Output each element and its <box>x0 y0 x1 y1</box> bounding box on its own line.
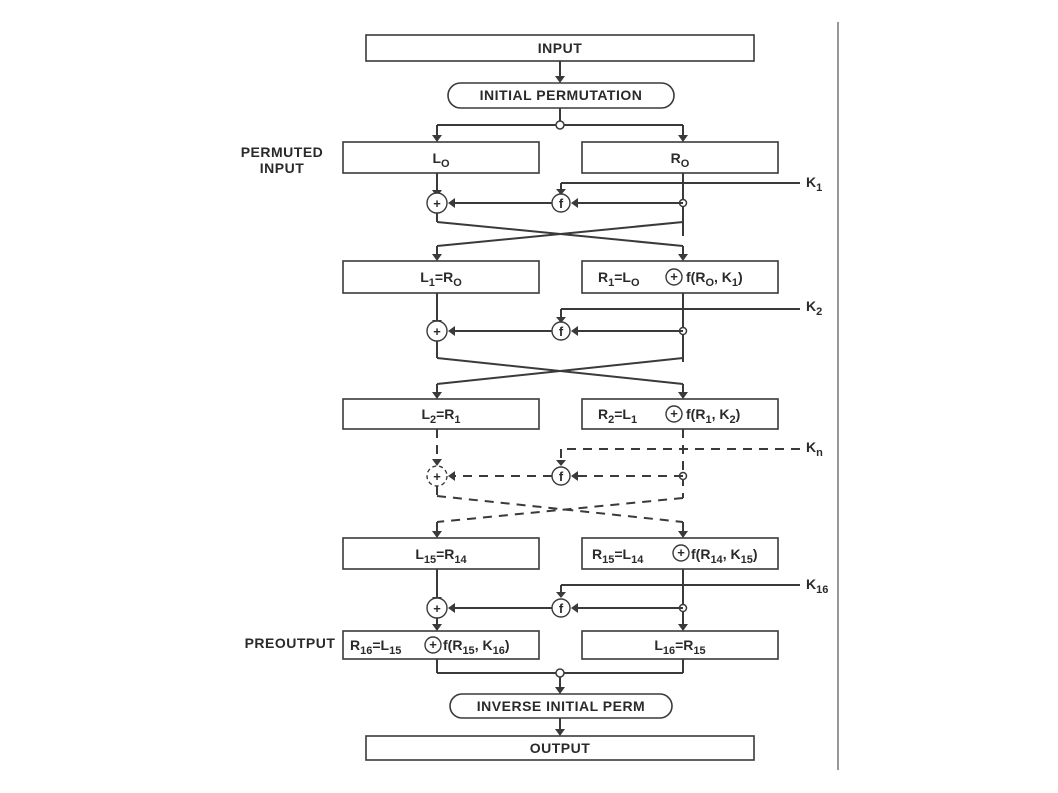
input-label: INPUT <box>538 40 583 56</box>
r16-xor-symbol <box>424 636 442 654</box>
split-node <box>555 120 565 130</box>
r16-xor-glyph: + <box>429 637 437 652</box>
l1-box <box>342 260 540 294</box>
r15-text: R15=L14 <box>592 546 644 566</box>
r1-text: R1=LO <box>598 269 640 289</box>
l15-box <box>342 537 540 570</box>
merge-node <box>555 668 565 678</box>
r15-xor-symbol <box>672 544 690 562</box>
r1-xor-symbol <box>665 268 683 286</box>
kn-label: Kn <box>806 439 823 459</box>
k1-label: K1 <box>806 174 822 194</box>
l16-box <box>581 630 779 660</box>
k2-label: K2 <box>806 298 822 318</box>
l2-box <box>342 398 540 430</box>
r16-fn-text: f(R15, K16) <box>443 637 510 657</box>
l16-text: L16=R15 <box>654 637 705 657</box>
l0-text: LO <box>432 150 450 170</box>
initial-permutation-label: INITIAL PERMUTATION <box>480 87 643 103</box>
xor-symbol-2: + <box>433 324 441 339</box>
output-label: OUTPUT <box>530 740 591 756</box>
preoutput-label: PREOUTPUT <box>245 635 336 651</box>
l2-text: L2=R1 <box>421 406 460 426</box>
r0-box <box>581 141 779 174</box>
output-box <box>365 735 755 761</box>
l1-text: L1=RO <box>420 269 462 289</box>
l0-box <box>342 141 540 174</box>
r0-text: RO <box>671 150 690 170</box>
permuted-input-label-2: INPUT <box>260 160 305 176</box>
r1-fn-text: f(RO, K1) <box>686 269 743 289</box>
xor-symbol-16: + <box>433 601 441 616</box>
xor-symbol-n: + <box>433 469 441 484</box>
r16-text: R16=L15 <box>350 637 401 657</box>
inverse-initial-perm-label: INVERSE INITIAL PERM <box>477 698 645 714</box>
l15-text: L15=R14 <box>415 546 467 566</box>
f-symbol-1: f <box>559 196 564 211</box>
f-symbol-n: f <box>559 469 564 484</box>
k16-label: K16 <box>806 576 828 596</box>
f-symbol-16: f <box>559 601 564 616</box>
r2-xor-glyph: + <box>670 406 678 421</box>
xor-symbol-1: + <box>433 196 441 211</box>
permuted-input-label-1: PERMUTED <box>241 144 324 160</box>
r15-fn-text: f(R14, K15) <box>691 546 758 566</box>
r15-xor-glyph: + <box>677 545 685 560</box>
r2-text: R2=L1 <box>598 406 637 426</box>
r2-fn-text: f(R1, K2) <box>686 406 740 426</box>
r1-xor-glyph: + <box>670 269 678 284</box>
f-symbol-2: f <box>559 324 564 339</box>
r2-xor-symbol <box>665 405 683 423</box>
